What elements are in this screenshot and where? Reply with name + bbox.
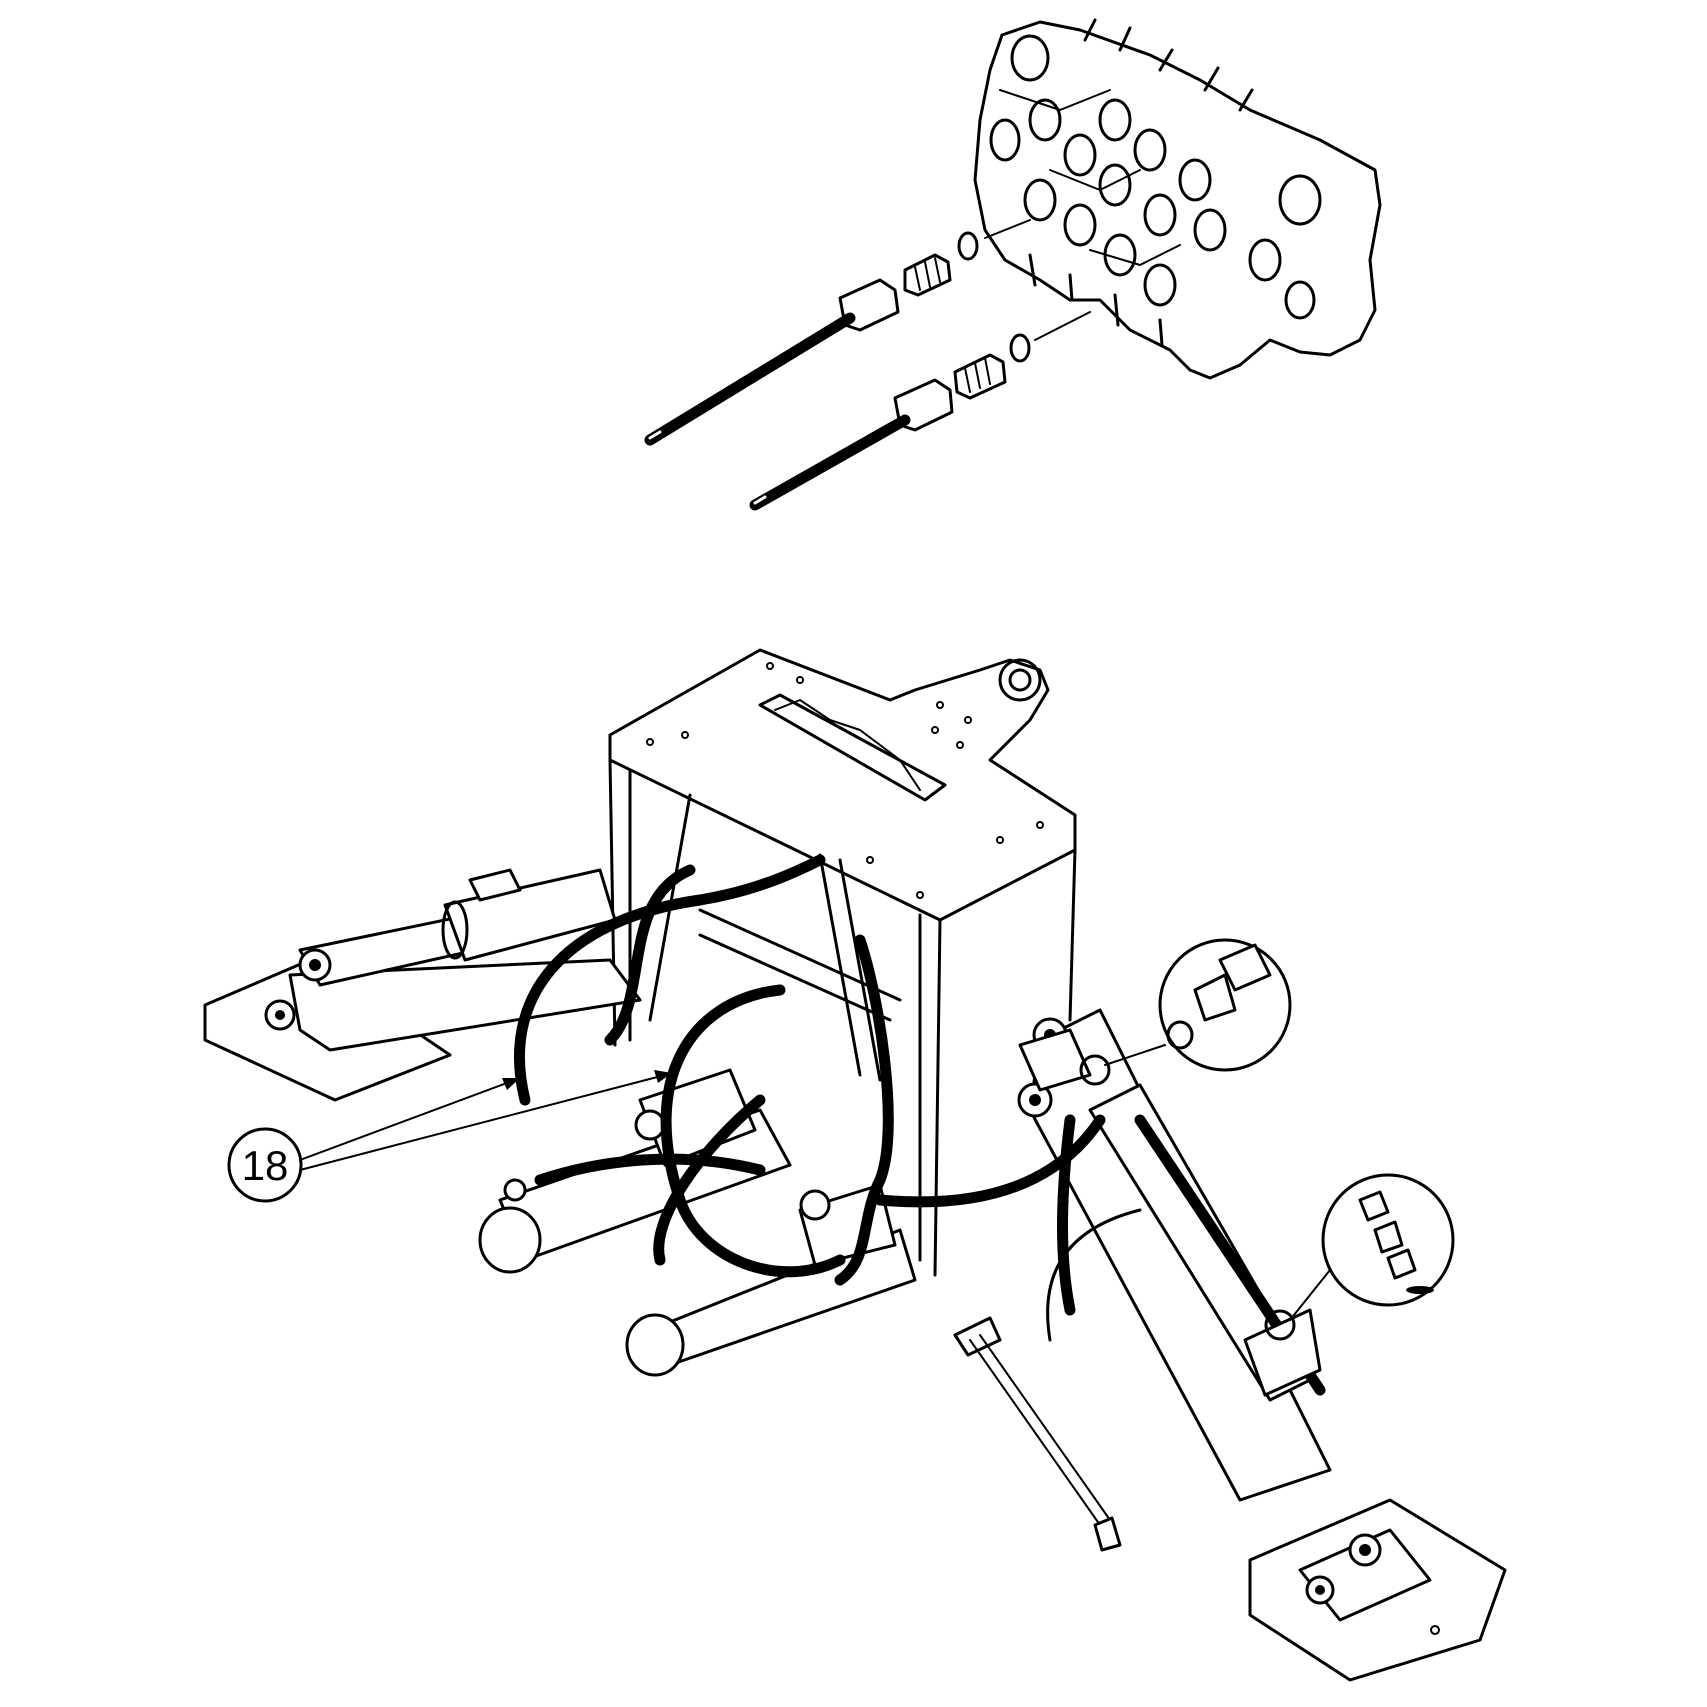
leader-arrow-1 — [502, 1078, 520, 1090]
loose-hydraulic-line — [953, 1316, 1122, 1552]
leader-arrow-2 — [654, 1070, 672, 1083]
o-ring-lower — [1009, 333, 1031, 363]
detail-circle-fitting — [1079, 938, 1292, 1086]
upper-fittings — [903, 219, 1091, 400]
mounting-frame — [608, 648, 1077, 1277]
left-stabilizer-leg — [203, 868, 642, 1102]
callout-18: 18 — [227, 1070, 672, 1203]
right-stabilizer-leg — [1017, 1008, 1507, 1682]
callout-circle — [227, 1127, 303, 1203]
frame-hoses — [513, 854, 1142, 1342]
valve-hoses — [644, 278, 954, 511]
control-valve-block — [973, 18, 1382, 380]
o-ring-upper — [957, 231, 979, 261]
detail-circle-grease-fitting — [1264, 1173, 1455, 1341]
callout-label: 18 — [242, 1142, 289, 1189]
